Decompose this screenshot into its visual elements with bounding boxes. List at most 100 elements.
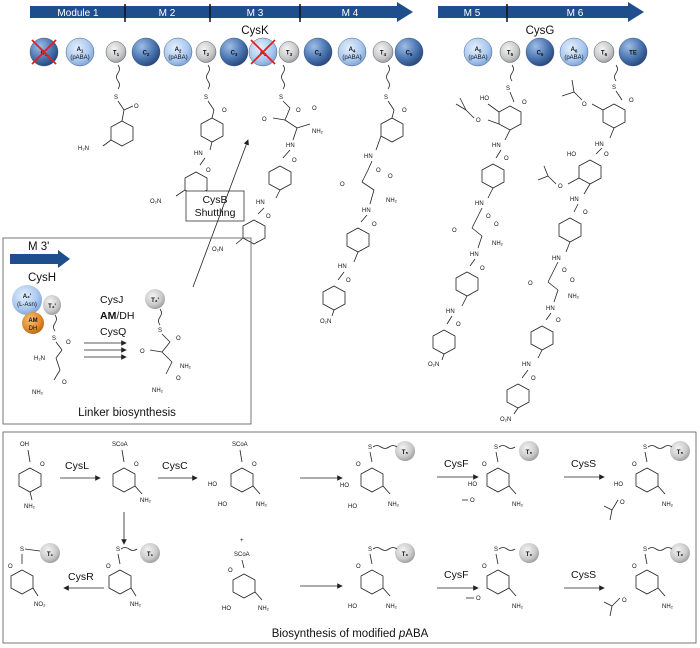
module-2-label: M 2 xyxy=(159,8,176,19)
svg-text:O₂N: O₂N xyxy=(320,319,331,325)
svg-text:O: O xyxy=(228,568,233,574)
svg-text:NH₂: NH₂ xyxy=(388,502,400,508)
svg-text:O: O xyxy=(356,462,361,468)
svg-text:HN: HN xyxy=(470,252,479,258)
svg-text:O: O xyxy=(583,210,588,216)
svg-text:O: O xyxy=(346,278,351,284)
svg-text:O: O xyxy=(340,182,345,188)
svg-text:S: S xyxy=(158,328,162,334)
svg-text:S: S xyxy=(384,95,388,101)
svg-text:S: S xyxy=(506,86,510,92)
svg-text:S: S xyxy=(368,547,372,553)
svg-text:NH₂: NH₂ xyxy=(130,602,142,608)
t1-pABA-intermediate: S O H₂N xyxy=(78,64,139,152)
svg-text:O: O xyxy=(531,376,536,382)
pABA-coa: SCoA O NH₂ xyxy=(112,442,152,504)
svg-text:O: O xyxy=(480,266,485,272)
svg-text:(pABA): (pABA) xyxy=(564,55,583,61)
svg-text:A4: A4 xyxy=(349,47,356,54)
svg-text:T₁: T₁ xyxy=(147,552,154,558)
module-6-label: M 6 xyxy=(567,8,584,19)
svg-text:H₂N: H₂N xyxy=(34,356,45,362)
svg-text:O: O xyxy=(222,108,227,114)
svg-text:A₃': A₃' xyxy=(23,294,32,300)
svg-text:HO: HO xyxy=(567,152,576,158)
svg-text:O: O xyxy=(40,462,45,468)
svg-text:TE: TE xyxy=(629,51,637,57)
svg-text:S: S xyxy=(643,445,647,451)
methoxy-pABA-t5: T₅ S O HO O NH₂ xyxy=(462,441,539,508)
inactive-cross xyxy=(250,39,276,65)
svg-text:O: O xyxy=(556,318,561,324)
pABA-t1: T₁ S O NH₂ xyxy=(106,543,160,608)
svg-text:S: S xyxy=(52,336,56,342)
svg-text:O: O xyxy=(622,598,627,604)
svg-text:T5: T5 xyxy=(507,51,514,58)
svg-text:O: O xyxy=(140,349,145,355)
svg-text:NH₂: NH₂ xyxy=(492,241,504,247)
svg-text:NH₂: NH₂ xyxy=(24,504,36,510)
cysB-shuttling-label: CysB Shuttling xyxy=(185,139,249,288)
svg-text:HO: HO xyxy=(480,96,489,102)
svg-text:O: O xyxy=(494,222,499,228)
domain-c3: C3 xyxy=(219,37,249,67)
svg-text:NH₂: NH₂ xyxy=(512,604,524,610)
svg-text:HN: HN xyxy=(446,309,455,315)
tethered-intermediates: S O H₂N S O HN O O₂N S xyxy=(78,64,634,423)
svg-text:O: O xyxy=(482,564,487,570)
svg-text:T3: T3 xyxy=(286,51,293,58)
methoxy-benzoyl-t6: T₆ S O O NH₂ xyxy=(466,543,539,610)
svg-text:O₂N: O₂N xyxy=(428,362,439,368)
svg-text:NH₂: NH₂ xyxy=(140,498,152,504)
svg-text:NH₂: NH₂ xyxy=(662,502,674,508)
domain-t5: T5 xyxy=(499,41,521,63)
modified-pABA-caption: Biosynthesis of modified pABA xyxy=(272,628,429,640)
hydroxy-pABA-coa: + SCoA O HO NH₂ xyxy=(222,538,270,612)
svg-text:O: O xyxy=(134,462,139,468)
domain-t4: T4 xyxy=(372,41,394,63)
svg-text:S: S xyxy=(116,547,120,553)
svg-text:NH₂: NH₂ xyxy=(386,604,398,610)
svg-text:AM/DH: AM/DH xyxy=(100,310,134,322)
svg-text:S: S xyxy=(368,445,372,451)
svg-text:HN: HN xyxy=(595,142,604,148)
svg-text:T₅: T₅ xyxy=(526,450,533,456)
svg-text:O: O xyxy=(632,462,637,468)
svg-text:O: O xyxy=(504,156,509,162)
svg-text:CysS: CysS xyxy=(571,569,596,581)
svg-text:NH₂: NH₂ xyxy=(312,129,324,135)
svg-text:(L-Asn): (L-Asn) xyxy=(17,302,37,308)
svg-text:C5: C5 xyxy=(406,51,413,58)
svg-text:HO: HO xyxy=(348,604,357,610)
svg-text:O: O xyxy=(562,268,567,274)
svg-text:NH₂: NH₂ xyxy=(662,604,674,610)
svg-text:HN: HN xyxy=(362,208,371,214)
svg-text:T₃': T₃' xyxy=(48,304,56,310)
svg-text:NH₂: NH₂ xyxy=(180,364,192,370)
svg-text:O: O xyxy=(206,168,211,174)
svg-text:NH₂: NH₂ xyxy=(568,294,580,300)
svg-text:(pABA): (pABA) xyxy=(168,55,187,61)
svg-text:O: O xyxy=(176,376,181,382)
inactive-cross xyxy=(31,39,57,65)
svg-text:O: O xyxy=(62,380,67,386)
svg-text:O: O xyxy=(456,322,461,328)
svg-text:C4: C4 xyxy=(315,51,322,58)
svg-text:DH: DH xyxy=(29,326,38,332)
domain-a5: A5(pABA) xyxy=(463,37,493,67)
svg-text:HO: HO xyxy=(614,482,623,488)
svg-text:O: O xyxy=(134,104,139,110)
cysH-label: CysH xyxy=(28,272,56,284)
svg-text:T₅: T₅ xyxy=(677,450,684,456)
svg-text:CysQ: CysQ xyxy=(100,326,126,338)
domain-t1: T1 xyxy=(105,41,127,63)
svg-text:T₆: T₆ xyxy=(526,552,533,558)
svg-text:O: O xyxy=(486,214,491,220)
svg-text:O: O xyxy=(482,462,487,468)
svg-text:O: O xyxy=(402,108,407,114)
svg-text:S: S xyxy=(494,547,498,553)
svg-text:T₅: T₅ xyxy=(402,450,409,456)
nitro-benzoyl-t1: T₁ S O NO₂ xyxy=(8,543,60,608)
svg-text:O: O xyxy=(620,500,625,506)
